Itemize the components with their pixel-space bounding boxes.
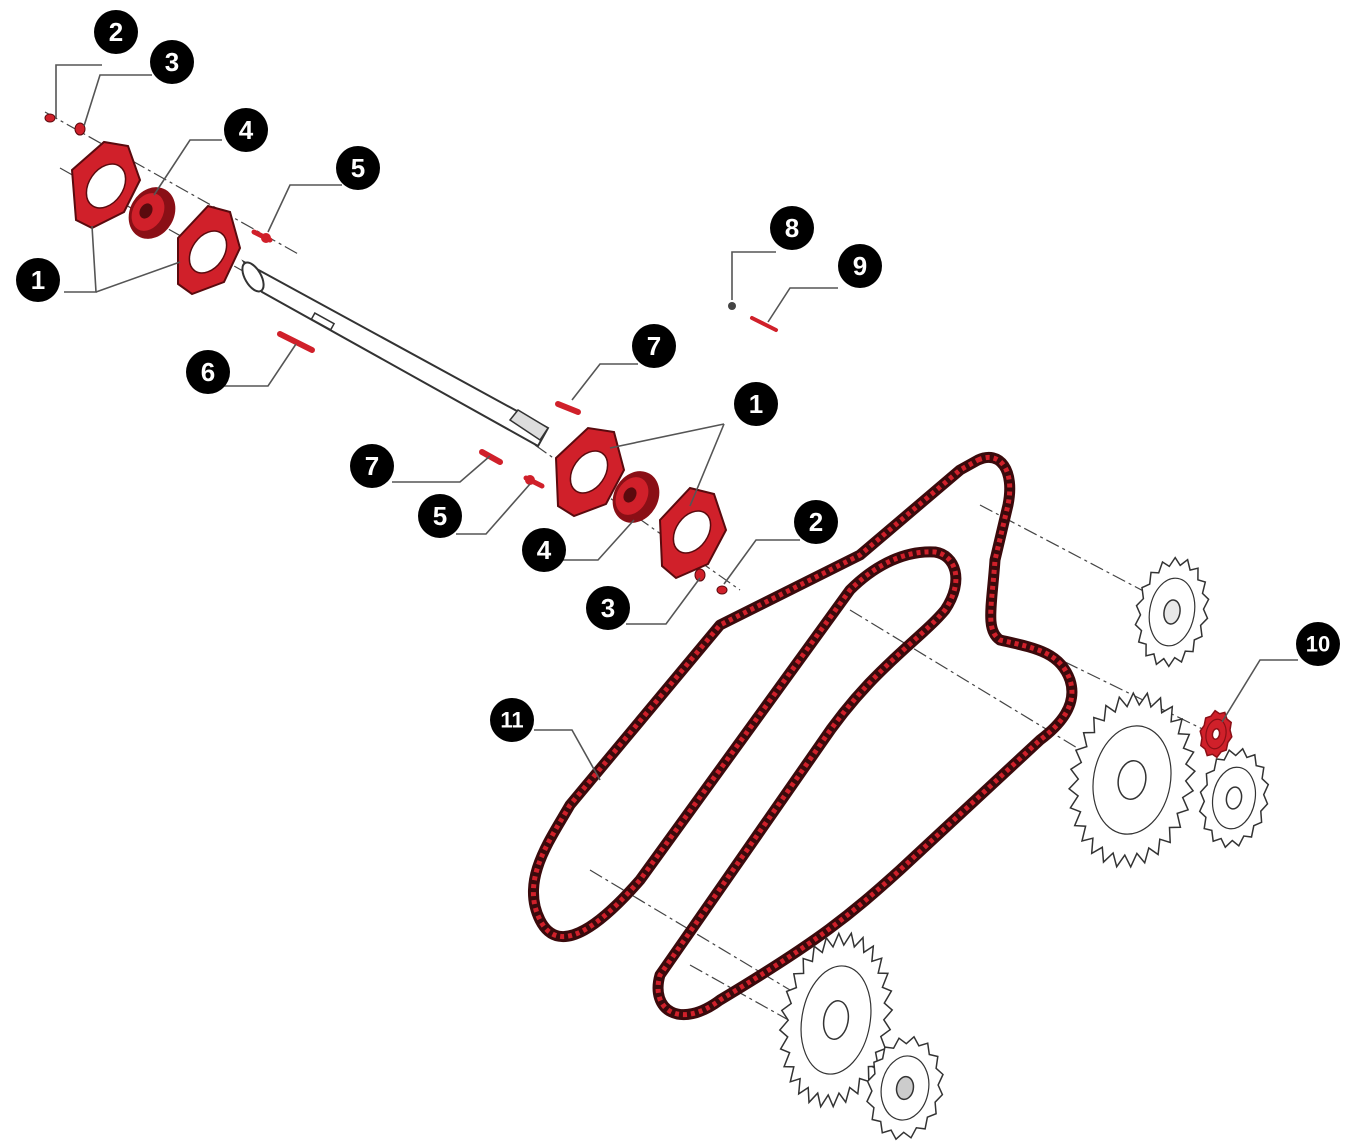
callout-number: 10 xyxy=(1306,632,1330,657)
callout-number: 1 xyxy=(31,265,45,295)
sprocket-rim xyxy=(800,965,872,1075)
callout-badge: 3 xyxy=(586,586,630,630)
bearing-insert-right xyxy=(612,471,660,523)
drive-shaft xyxy=(241,259,550,448)
sprocket-hub xyxy=(1225,786,1243,810)
washer-left xyxy=(74,122,86,136)
roller-chain xyxy=(527,451,1078,1021)
sprocket-rim xyxy=(1092,725,1172,835)
key-right-upper xyxy=(555,401,581,415)
callout-badge: 6 xyxy=(186,350,230,394)
callout-number: 4 xyxy=(239,115,254,145)
callout-number: 5 xyxy=(351,153,365,183)
callout-number: 2 xyxy=(109,17,123,47)
sprocket-rim xyxy=(1205,718,1227,750)
bolt-right xyxy=(523,475,545,489)
callout-badge: 5 xyxy=(418,494,462,538)
sprocket-bottom-small xyxy=(866,1035,944,1141)
callout-badge: 7 xyxy=(632,324,676,368)
sprocket-hub xyxy=(895,1075,915,1101)
key-left xyxy=(277,331,315,353)
callout-number: 9 xyxy=(853,251,867,281)
callout-badge: 5 xyxy=(336,146,380,190)
sprocket-hub xyxy=(1211,728,1221,740)
key-right-lower xyxy=(479,449,503,465)
bolt-left xyxy=(251,229,273,243)
callout-badge: 10 xyxy=(1296,622,1340,666)
callout-badge: 4 xyxy=(522,528,566,572)
small-bolt xyxy=(750,316,778,332)
sprocket-hub xyxy=(1117,760,1147,800)
callout-badge: 2 xyxy=(94,10,138,54)
sprocket-rim xyxy=(1148,577,1196,647)
callout-number: 1 xyxy=(749,389,763,419)
callout-badge: 2 xyxy=(794,500,838,544)
nut-right xyxy=(716,585,728,595)
sprocket-hub xyxy=(822,1000,850,1040)
callout-badge: 9 xyxy=(838,244,882,288)
callout-badge: 3 xyxy=(150,40,194,84)
sprocket-rim xyxy=(1211,766,1257,830)
flange-plate-outer-right xyxy=(658,486,728,580)
callout-number: 11 xyxy=(500,708,523,733)
flange-plate-outer-left xyxy=(70,140,142,230)
leader-lines xyxy=(55,64,1298,781)
sprocket-small-right xyxy=(1198,747,1270,849)
sprocket-large-main xyxy=(1067,691,1197,869)
callout-number: 5 xyxy=(433,501,447,531)
callout-number: 8 xyxy=(785,213,799,243)
callout-number: 7 xyxy=(365,451,379,481)
callout-number: 2 xyxy=(809,507,823,537)
callout-number: 3 xyxy=(601,593,615,623)
bearing-insert-left xyxy=(128,187,176,239)
callout-badge: 11 xyxy=(490,698,534,742)
callout-badge: 1 xyxy=(734,382,778,426)
callout-badge: 4 xyxy=(224,108,268,152)
callout-number: 4 xyxy=(537,535,552,565)
washer-right xyxy=(694,568,706,582)
sprocket-bottom-large xyxy=(778,931,894,1109)
flange-plate-inner-left xyxy=(177,204,242,296)
sprocket-hub xyxy=(1163,599,1181,625)
callout-badges: 1 2 3 4 5 6 7 8 xyxy=(16,10,1340,742)
callout-badge: 8 xyxy=(770,206,814,250)
callout-badge: 1 xyxy=(16,258,60,302)
callout-number: 3 xyxy=(165,47,179,77)
sprocket-red-small xyxy=(1199,709,1233,759)
callout-number: 7 xyxy=(647,331,661,361)
nut-left xyxy=(44,113,56,123)
sprocket-top-right xyxy=(1134,556,1210,668)
sprocket-rim xyxy=(880,1055,930,1121)
callout-number: 6 xyxy=(201,357,215,387)
callout-badge: 7 xyxy=(350,444,394,488)
small-nut xyxy=(728,302,736,310)
flange-plate-inner-right xyxy=(554,426,626,518)
